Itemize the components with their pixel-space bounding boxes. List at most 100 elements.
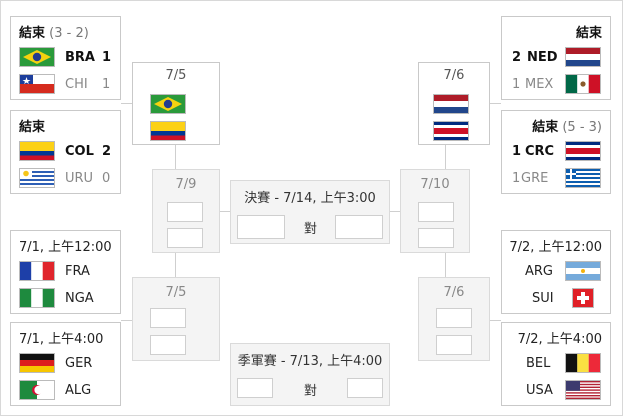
team-code: CRC bbox=[525, 144, 555, 159]
match-date: 7/6 bbox=[443, 285, 465, 300]
qf-card-left-top[interactable]: 7/5 bbox=[132, 62, 220, 145]
match-status: 結束 (5 - 3) bbox=[532, 116, 602, 135]
team-row-sui[interactable]: SUI bbox=[502, 288, 610, 310]
status-label: 結束 bbox=[532, 120, 559, 135]
netherlands-flag-icon bbox=[565, 47, 601, 67]
team-code: BRA bbox=[65, 50, 95, 65]
match-date: 7/10 bbox=[420, 177, 450, 192]
connector-line bbox=[121, 103, 132, 104]
team-row-uru[interactable]: URU 0 bbox=[11, 168, 120, 190]
match-card-ned-mex[interactable]: 結束 2 NED 1 MEX bbox=[501, 16, 611, 100]
team-row-fra[interactable]: FRA bbox=[11, 261, 120, 283]
team-row-bra[interactable]: BRA 1 bbox=[11, 47, 120, 69]
team-row-arg[interactable]: ARG bbox=[502, 261, 610, 283]
team-goals: 1 bbox=[102, 50, 112, 65]
match-time: 7/2, 上午4:00 bbox=[517, 332, 602, 347]
team-row-col[interactable]: COL 2 bbox=[11, 141, 120, 163]
connector-line bbox=[175, 145, 176, 169]
connector-line bbox=[490, 103, 501, 104]
connector-line bbox=[220, 211, 230, 212]
colombia-flag-icon bbox=[19, 141, 55, 161]
nigeria-flag-icon bbox=[19, 288, 55, 308]
match-date: 7/5 bbox=[165, 285, 187, 300]
team-slot bbox=[167, 202, 203, 222]
match-date: 7/9 bbox=[175, 177, 197, 192]
team-slot bbox=[237, 215, 285, 239]
team-code: GRE bbox=[521, 171, 549, 186]
team-code: CHI bbox=[65, 77, 88, 92]
qf-card-right-bottom[interactable]: 7/6 bbox=[418, 277, 490, 361]
team-goals: 1 bbox=[102, 77, 111, 92]
match-card-fra-nga[interactable]: 7/1, 上午12:00 FRA NGA bbox=[10, 230, 121, 314]
connector-line bbox=[121, 320, 132, 321]
colombia-flag-icon bbox=[150, 121, 186, 141]
penalty-score: (3 - 2) bbox=[49, 26, 89, 41]
switzerland-flag-icon bbox=[572, 288, 594, 308]
team-goals: 1 bbox=[512, 171, 521, 186]
connector-line bbox=[490, 320, 501, 321]
match-card-col-uru[interactable]: 結束 COL 2 URU 0 bbox=[10, 110, 121, 194]
match-date: 7/6 bbox=[443, 68, 465, 83]
team-code: URU bbox=[65, 171, 94, 186]
team-code: COL bbox=[65, 144, 94, 159]
netherlands-flag-icon bbox=[433, 94, 469, 114]
team-slot bbox=[418, 228, 454, 248]
team-row-gre[interactable]: 1 GRE bbox=[502, 168, 610, 190]
team-row-usa[interactable]: USA bbox=[502, 380, 610, 402]
team-row-nga[interactable]: NGA bbox=[11, 288, 120, 310]
sf-card-left[interactable]: 7/9 bbox=[152, 169, 220, 253]
final-card[interactable]: 決賽 - 7/14, 上午3:00 對 bbox=[230, 180, 390, 244]
match-card-bra-chi[interactable]: 結束 (3 - 2) BRA 1 CHI 1 bbox=[10, 16, 121, 100]
team-code: NED bbox=[527, 50, 558, 65]
connector-line bbox=[445, 253, 446, 277]
match-time: 7/1, 上午12:00 bbox=[19, 240, 112, 255]
costa-rica-flag-icon bbox=[565, 141, 601, 161]
versus-label: 對 bbox=[304, 384, 318, 399]
team-row-chi[interactable]: CHI 1 bbox=[11, 74, 120, 96]
team-row-ned[interactable]: 2 NED bbox=[502, 47, 610, 69]
team-code: FRA bbox=[65, 264, 90, 279]
match-card-ger-alg[interactable]: 7/1, 上午4:00 GER ALG bbox=[10, 322, 121, 406]
team-row-bel[interactable]: BEL bbox=[502, 353, 610, 375]
qf-card-left-bottom[interactable]: 7/5 bbox=[132, 277, 220, 361]
team-slot bbox=[237, 378, 273, 398]
status-label: 結束 bbox=[19, 26, 46, 41]
penalty-score: (5 - 3) bbox=[562, 120, 602, 135]
third-place-title: 季軍賽 - 7/13, 上午4:00 bbox=[237, 354, 383, 369]
team-code: NGA bbox=[65, 291, 94, 306]
team-row-mex[interactable]: 1 MEX bbox=[502, 74, 610, 96]
team-goals: 0 bbox=[102, 171, 111, 186]
team-code: GER bbox=[65, 356, 93, 371]
team-row-ger[interactable]: GER bbox=[11, 353, 120, 375]
team-slot bbox=[150, 335, 186, 355]
third-place-card[interactable]: 季軍賽 - 7/13, 上午4:00 對 bbox=[230, 343, 390, 406]
match-card-arg-sui[interactable]: 7/2, 上午12:00 ARG SUI bbox=[501, 230, 611, 314]
team-row-alg[interactable]: ALG bbox=[11, 380, 120, 402]
match-time: 7/2, 上午12:00 bbox=[509, 240, 602, 255]
team-row-crc[interactable]: 1 CRC bbox=[502, 141, 610, 163]
versus-label: 對 bbox=[304, 222, 318, 237]
status-label: 結束 bbox=[19, 120, 46, 135]
match-time: 7/1, 上午4:00 bbox=[19, 332, 104, 347]
team-goals: 1 bbox=[512, 144, 522, 159]
match-status: 結束 bbox=[576, 22, 602, 41]
team-code: BEL bbox=[526, 356, 551, 371]
match-date: 7/5 bbox=[165, 68, 187, 83]
france-flag-icon bbox=[19, 261, 55, 281]
team-slot bbox=[436, 308, 472, 328]
team-code: MEX bbox=[525, 77, 554, 92]
match-card-bel-usa[interactable]: 7/2, 上午4:00 BEL USA bbox=[501, 322, 611, 406]
match-status: 結束 (3 - 2) bbox=[19, 22, 89, 41]
connector-line bbox=[445, 145, 446, 169]
match-card-crc-gre[interactable]: 結束 (5 - 3) 1 CRC 1 GRE bbox=[501, 110, 611, 194]
team-goals: 2 bbox=[512, 50, 522, 65]
qf-card-right-top[interactable]: 7/6 bbox=[418, 62, 490, 145]
algeria-flag-icon bbox=[19, 380, 55, 400]
team-slot bbox=[167, 228, 203, 248]
team-code: USA bbox=[526, 383, 553, 398]
belgium-flag-icon bbox=[565, 353, 601, 373]
sf-card-right[interactable]: 7/10 bbox=[400, 169, 470, 253]
match-status: 結束 bbox=[19, 116, 45, 135]
germany-flag-icon bbox=[19, 353, 55, 373]
team-code: SUI bbox=[532, 291, 554, 306]
